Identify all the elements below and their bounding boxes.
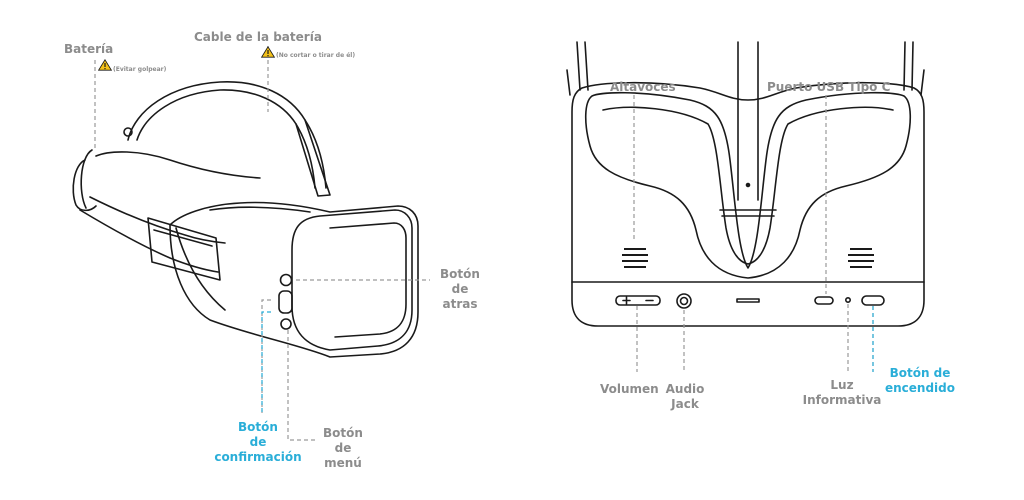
- label-luz-informativa: Luz Informativa: [802, 378, 882, 407]
- speaker-grill-right: [848, 248, 874, 268]
- warning-icon: [261, 46, 275, 58]
- label-volumen: Volumen: [600, 382, 659, 396]
- label-boton-menu: Botón de menú: [323, 426, 363, 470]
- label-boton-confirmacion: Botón de confirmación: [214, 420, 302, 464]
- headset-front-view: [566, 41, 925, 327]
- label-bateria: Batería: [64, 42, 114, 56]
- label-boton-atras: Botón de atras: [440, 267, 480, 311]
- highlight-leaders: [261, 306, 874, 413]
- label-cable-bateria: Cable de la batería: [194, 30, 322, 44]
- headset-side-view: [72, 81, 419, 358]
- note-no-cortar: (No cortar o tirar de él): [276, 52, 356, 59]
- label-puerto-usb: Puerto USB Tipo C: [767, 80, 891, 94]
- note-evitar-golpear: (Evitar golpear): [113, 66, 167, 73]
- label-audio-jack: Audio Jack: [665, 382, 705, 411]
- label-boton-encendido: Botón de encendido: [884, 366, 955, 395]
- label-altavoces: Altavoces: [610, 80, 676, 94]
- warning-icon: [98, 59, 112, 71]
- speaker-grill-left: [622, 248, 648, 268]
